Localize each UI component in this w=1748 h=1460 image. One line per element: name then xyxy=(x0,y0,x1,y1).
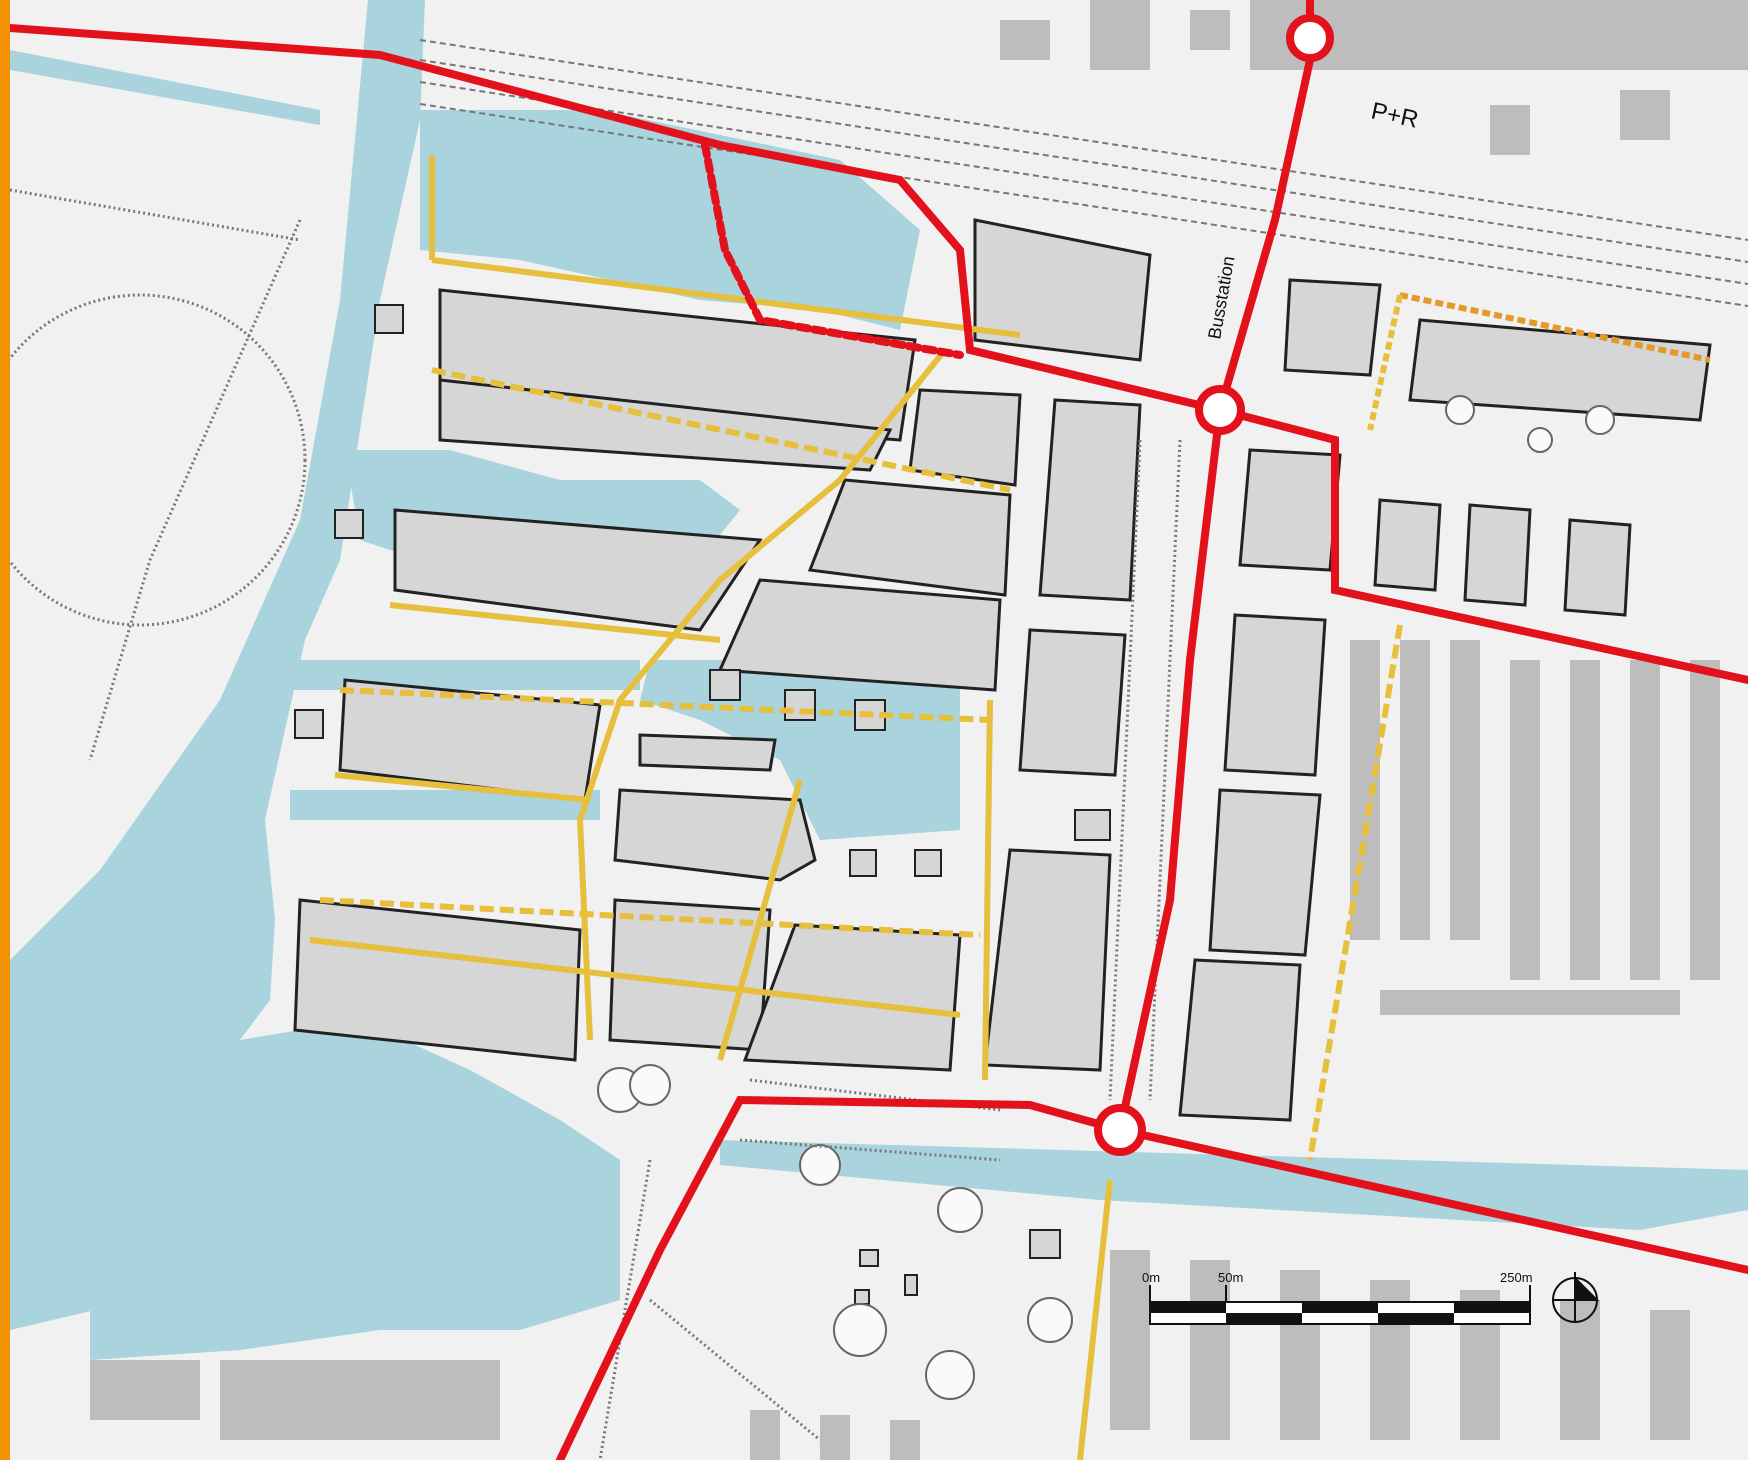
north-arrow-icon xyxy=(1552,1272,1600,1323)
water xyxy=(10,0,1748,1360)
trees xyxy=(597,395,1615,1400)
scale-tick-50: 50m xyxy=(1218,1270,1243,1285)
railway xyxy=(419,39,1748,307)
roundabout-icon xyxy=(1094,14,1334,1156)
tree-rows xyxy=(0,188,1182,1460)
scale-tick-0: 0m xyxy=(1142,1270,1160,1285)
slow-traffic-routes xyxy=(309,155,1711,1460)
frame-accent xyxy=(0,0,10,1460)
existing-buildings xyxy=(90,0,1748,1460)
plan-blocks xyxy=(293,218,1712,1122)
scale-bar: 0m 50m 250m xyxy=(1142,1270,1533,1325)
pavilions xyxy=(294,304,1111,1305)
scale-tick-250: 250m xyxy=(1500,1270,1533,1285)
